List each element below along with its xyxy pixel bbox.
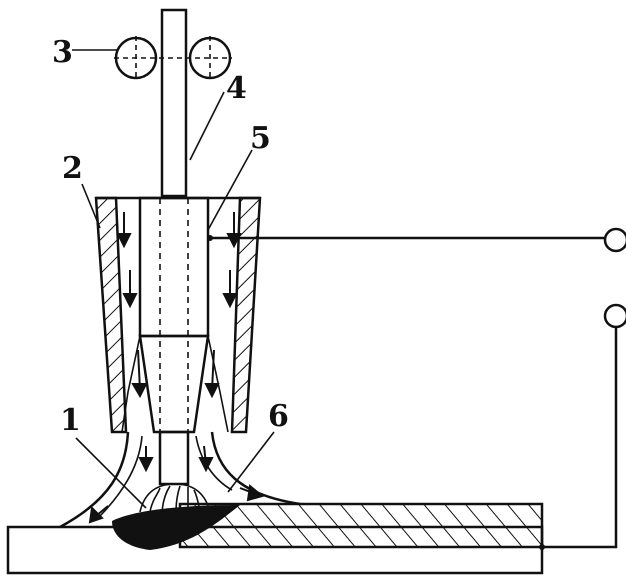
- label-3: 3: [52, 35, 73, 70]
- molten-pool: [112, 505, 240, 550]
- contact-tube: [121, 196, 229, 434]
- power-leads: [207, 227, 626, 550]
- wire-feed-rollers: [114, 36, 232, 80]
- label-5: 5: [250, 121, 271, 156]
- gas-nozzle: [94, 196, 262, 434]
- shielding-gas-flow: [59, 431, 301, 529]
- label-2: 2: [62, 151, 83, 186]
- label-6: 6: [268, 399, 289, 434]
- filler-wire: [158, 8, 190, 486]
- label-1: 1: [60, 403, 81, 438]
- weld-bead: [178, 502, 544, 549]
- leader-lines: [72, 49, 275, 509]
- label-4: 4: [226, 71, 247, 106]
